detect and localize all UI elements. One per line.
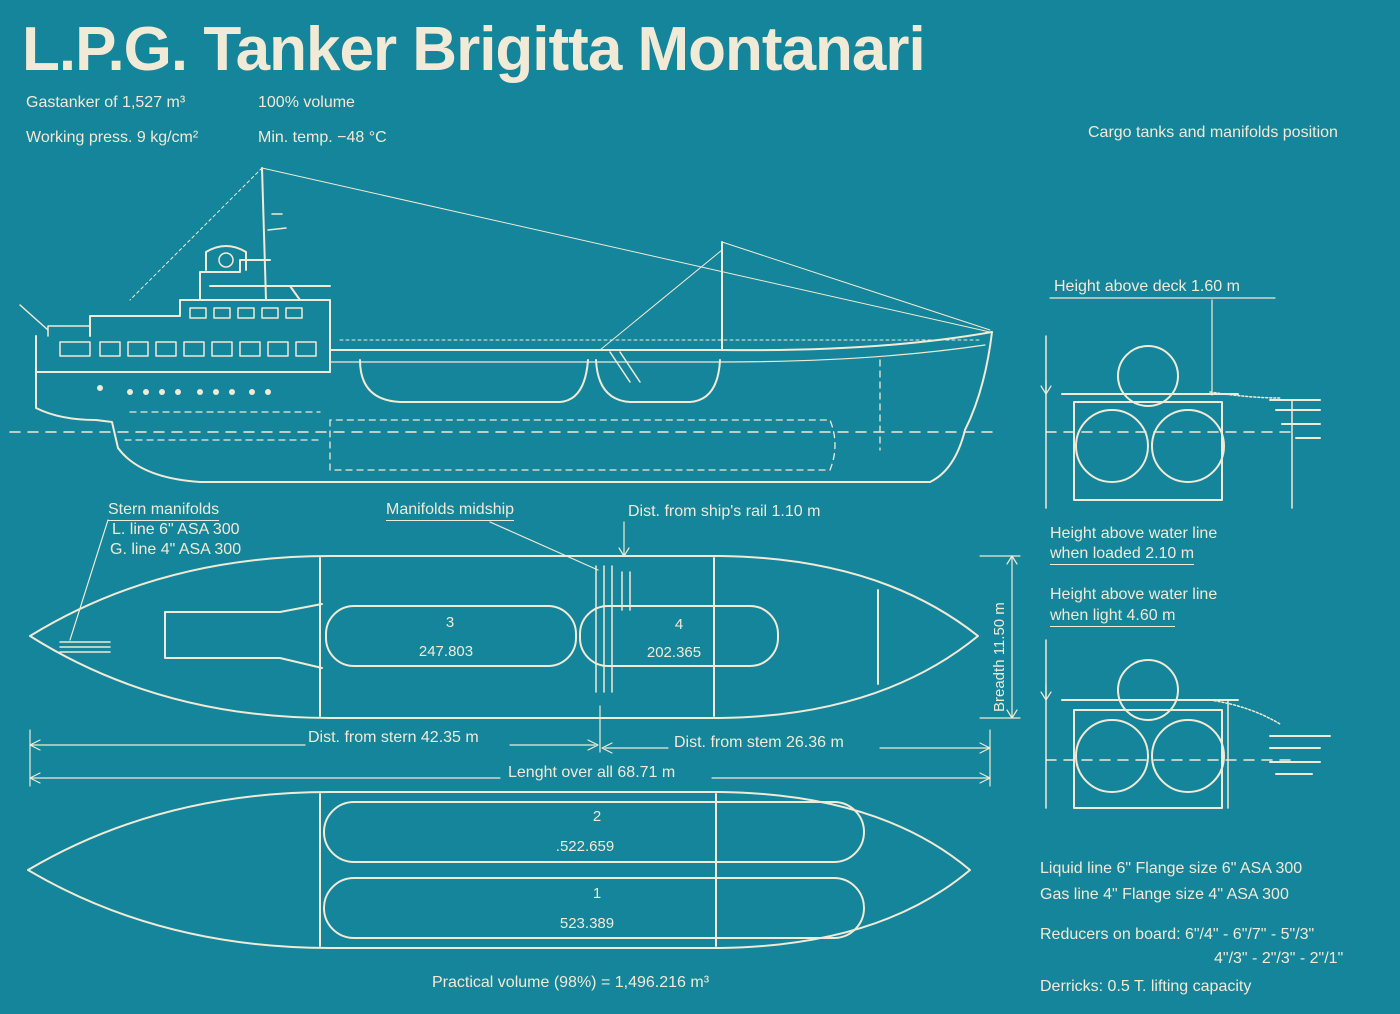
height-deck-label: Height above deck 1.60 m bbox=[1054, 278, 1240, 295]
tank-1-volume: 523.389 bbox=[560, 915, 614, 932]
g-line-label: G. line 4" ASA 300 bbox=[110, 541, 242, 558]
tank-2-volume: .522.659 bbox=[556, 838, 614, 855]
dist-stern-label: Dist. from stern 42.35 m bbox=[308, 729, 479, 746]
derricks-info: Derricks: 0.5 T. lifting capacity bbox=[1040, 978, 1252, 995]
spec-pressure: Working press. 9 kg/cm² bbox=[26, 129, 199, 146]
spec-capacity: Gastanker of 1,527 m³ bbox=[26, 94, 186, 111]
section-title: Cargo tanks and manifolds position bbox=[1088, 124, 1338, 141]
l-line-label: L. line 6" ASA 300 bbox=[112, 521, 240, 538]
tank-4-volume: 202.365 bbox=[647, 644, 701, 661]
practical-volume-label: Practical volume (98%) = 1,496.216 m³ bbox=[432, 974, 710, 991]
lower-hull-plan bbox=[27, 791, 971, 949]
spec-volume: 100% volume bbox=[258, 94, 355, 111]
cross-section-light bbox=[1040, 639, 1331, 809]
breadth-dimension bbox=[979, 555, 1021, 719]
ship-side-profile bbox=[9, 167, 1001, 483]
dist-stem-label: Dist. from stem 26.36 m bbox=[674, 734, 844, 751]
dist-rail-label: Dist. from ship's rail 1.10 m bbox=[628, 503, 821, 520]
height-light-line2: when light 4.60 m bbox=[1050, 606, 1176, 627]
liquid-line-info: Liquid line 6" Flange size 6" ASA 300 bbox=[1040, 860, 1303, 877]
page-title: L.P.G. Tanker Brigitta Montanari bbox=[22, 15, 926, 84]
tank-3-volume: 247.803 bbox=[419, 643, 473, 660]
length-label: Lenght over all 68.71 m bbox=[508, 764, 676, 781]
tank-4-number: 4 bbox=[675, 616, 683, 633]
deck-plan-top bbox=[29, 519, 979, 719]
reducers-info-2: 4"/3" - 2"/3" - 2"/1" bbox=[1214, 950, 1344, 967]
reducers-info-1: Reducers on board: 6"/4" - 6"/7" - 5"/3" bbox=[1040, 926, 1315, 943]
height-loaded-line2: when loaded 2.10 m bbox=[1050, 544, 1195, 565]
gas-line-info: Gas line 4" Flange size 4" ASA 300 bbox=[1040, 886, 1289, 903]
cross-section-loaded bbox=[1040, 297, 1321, 509]
length-dimensions bbox=[29, 705, 991, 787]
tank-2-number: 2 bbox=[593, 808, 601, 825]
manifolds-midship-label: Manifolds midship bbox=[386, 500, 515, 521]
stern-manifolds-label: Stern manifolds bbox=[108, 500, 220, 521]
height-loaded-line1: Height above water line bbox=[1050, 525, 1218, 542]
tank-3-number: 3 bbox=[446, 614, 454, 631]
spec-temperature: Min. temp. −48 °C bbox=[258, 129, 387, 146]
height-light-line1: Height above water line bbox=[1050, 586, 1218, 603]
breadth-label: Breadth 11.50 m bbox=[991, 602, 1008, 712]
tank-1-number: 1 bbox=[593, 885, 601, 902]
